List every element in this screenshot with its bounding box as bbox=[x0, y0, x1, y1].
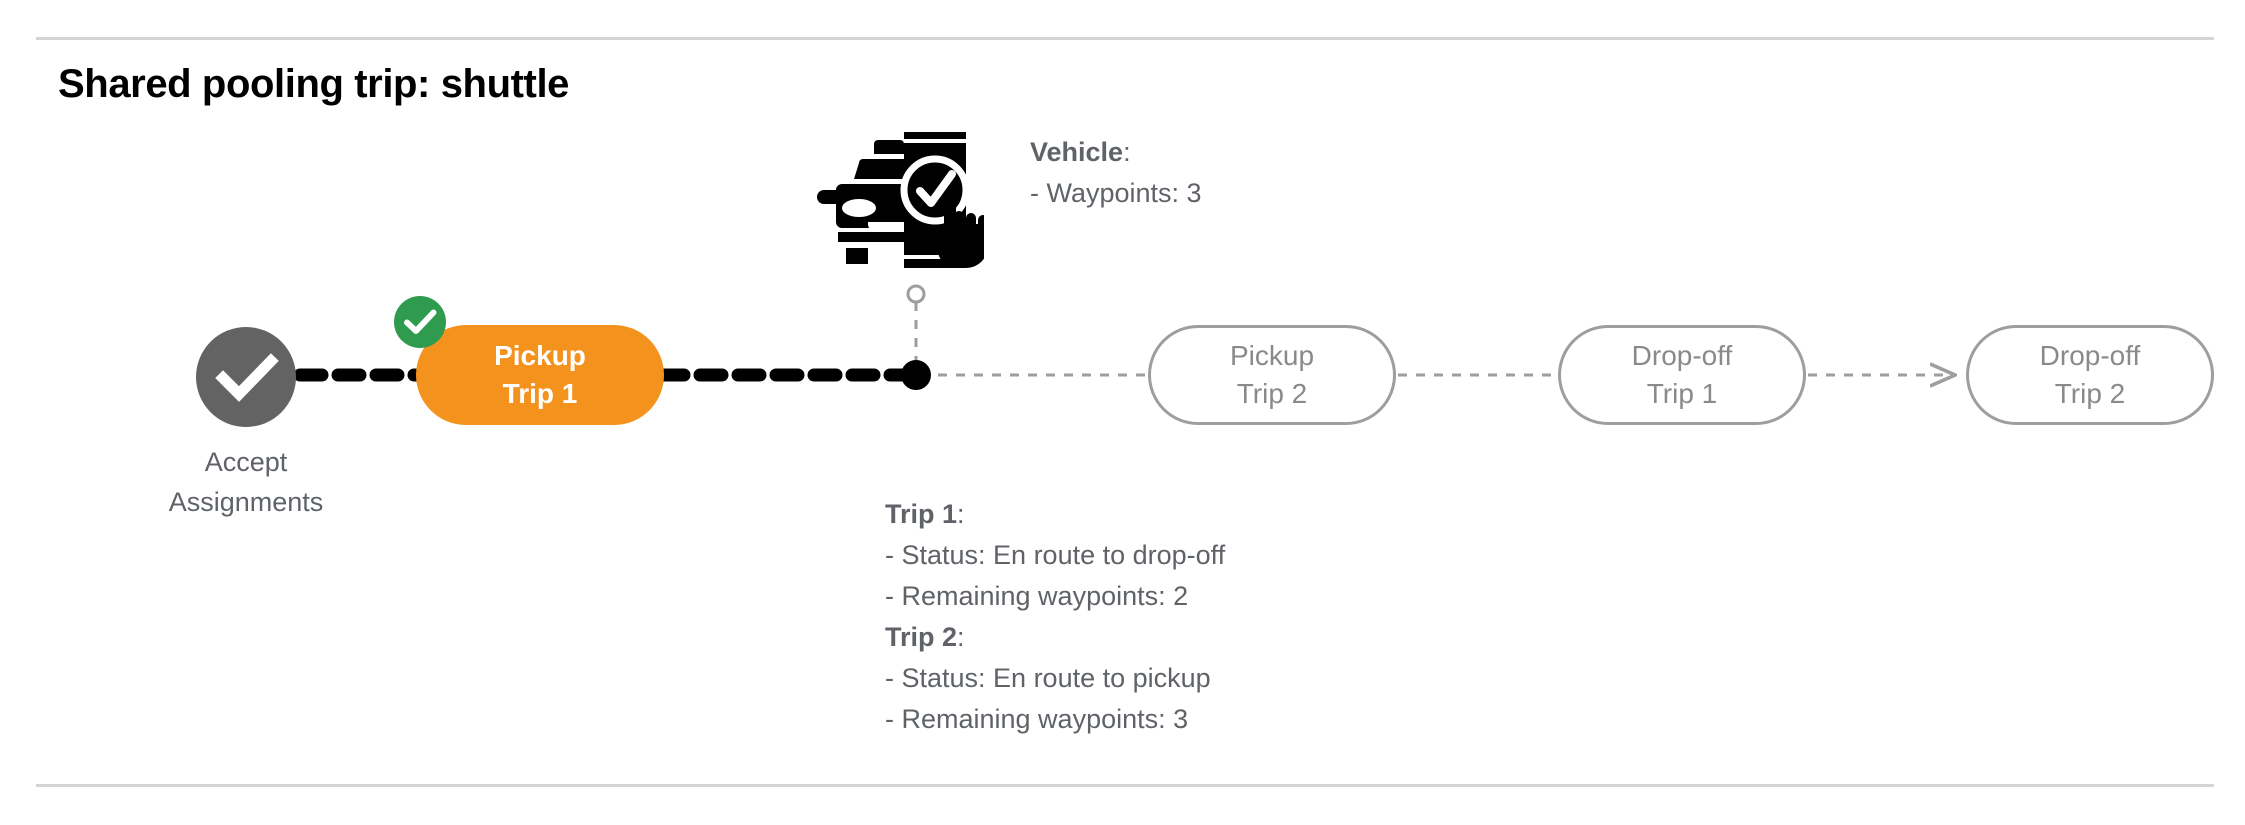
node-dropoff-trip-1-line1: Drop-off bbox=[1631, 340, 1733, 371]
node-pickup-trip-1-line2: Trip 1 bbox=[502, 378, 578, 409]
vehicle-heading-colon: : bbox=[1123, 137, 1131, 167]
trip2-status-line: - Status: En route to pickup bbox=[885, 663, 1211, 693]
node-dropoff-trip-1[interactable]: Drop-off Trip 1 bbox=[1558, 325, 1806, 425]
trip1-heading-colon: : bbox=[957, 499, 965, 529]
bottom-divider bbox=[36, 784, 2214, 787]
trip1-heading: Trip 1: bbox=[885, 494, 1225, 535]
trip-info-block: Trip 1: - Status: En route to drop-off -… bbox=[885, 494, 1225, 740]
check-badge-glyph bbox=[404, 309, 437, 334]
node-dropoff-trip-2[interactable]: Drop-off Trip 2 bbox=[1966, 325, 2214, 425]
node-pickup-trip-1-line1: Pickup bbox=[494, 340, 586, 371]
vehicle-info-block: Vehicle: - Waypoints: 3 bbox=[1030, 132, 1202, 214]
page-title: Shared pooling trip: shuttle bbox=[58, 62, 570, 106]
node-pickup-trip-2-line1: Pickup bbox=[1229, 340, 1315, 371]
trip1-waypoints-line: - Remaining waypoints: 2 bbox=[885, 581, 1189, 611]
trip2-waypoints-line: - Remaining waypoints: 3 bbox=[885, 704, 1189, 734]
vehicle-position-dot bbox=[901, 360, 931, 390]
node-dropoff-trip-2-line2: Trip 2 bbox=[2054, 378, 2126, 409]
vehicle-phone-check-icon bbox=[816, 120, 988, 280]
vehicle-heading-text: Vehicle bbox=[1030, 137, 1124, 167]
vehicle-info-heading: Vehicle: bbox=[1030, 132, 1202, 173]
trip2-heading-colon: : bbox=[957, 622, 965, 652]
trip2-heading-text: Trip 2 bbox=[885, 622, 958, 652]
start-node-disc bbox=[196, 327, 296, 427]
top-divider bbox=[36, 37, 2214, 40]
trip2-heading: Trip 2: bbox=[885, 617, 1225, 658]
vehicle-leader-circle bbox=[906, 284, 926, 304]
node-pickup-trip-2[interactable]: Pickup Trip 2 bbox=[1148, 325, 1396, 425]
check-badge-icon bbox=[394, 296, 446, 348]
node-dropoff-trip-1-line2: Trip 1 bbox=[1646, 378, 1718, 409]
trip1-heading-text: Trip 1 bbox=[885, 499, 958, 529]
start-node-label: Accept Assignments bbox=[116, 442, 376, 522]
start-node-accept-assignments[interactable] bbox=[196, 327, 296, 427]
node-pickup-trip-1[interactable]: Pickup Trip 1 bbox=[416, 325, 664, 425]
start-node-label-line1: Accept bbox=[204, 447, 288, 477]
node-pickup-trip-2-line2: Trip 2 bbox=[1236, 378, 1308, 409]
start-node-label-line2: Assignments bbox=[168, 487, 324, 517]
node-dropoff-trip-2-line1: Drop-off bbox=[2039, 340, 2141, 371]
check-circle-icon bbox=[215, 353, 279, 402]
trip1-status-line: - Status: En route to drop-off bbox=[885, 540, 1226, 570]
vehicle-waypoints-line: - Waypoints: 3 bbox=[1030, 178, 1202, 208]
